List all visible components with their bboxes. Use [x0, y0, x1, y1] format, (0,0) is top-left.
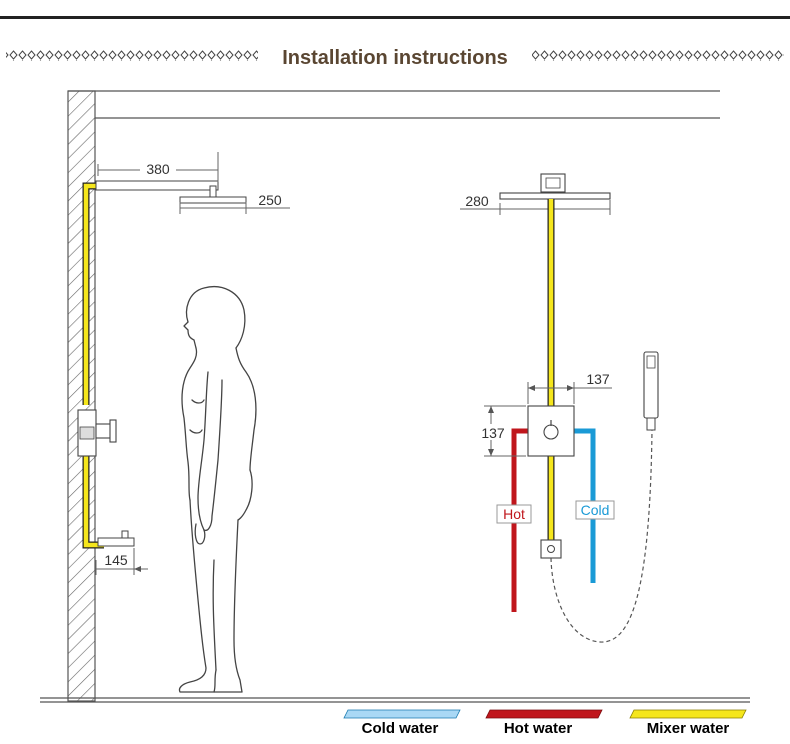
hand-shower-hose	[550, 429, 653, 643]
front-shower-head	[499, 192, 611, 200]
side-shower-arm	[95, 180, 219, 191]
side-shower-head	[179, 196, 247, 204]
title-ornament-right	[532, 50, 784, 61]
hot-label-box	[496, 504, 532, 524]
legend-hot-text: Hot water	[504, 720, 573, 737]
cold-label-box	[575, 500, 615, 520]
legend-cold-text: Cold water	[362, 720, 439, 737]
hot-water-pipe	[511, 428, 528, 612]
front-valve-knob	[543, 424, 559, 440]
dimension-145: 145	[104, 552, 128, 568]
dimension-280: 280	[465, 193, 489, 209]
dimension-380: 380	[146, 161, 170, 177]
top-border	[0, 16, 790, 19]
side-tub-spout	[97, 537, 135, 547]
human-figure	[178, 286, 257, 693]
side-valve-knob	[109, 419, 117, 443]
cold-label: Cold	[581, 502, 610, 518]
hot-label: Hot	[503, 506, 525, 522]
legend-mixer-swatch	[629, 709, 747, 719]
legend-hot-swatch	[485, 709, 603, 719]
legend-mixer-text: Mixer water	[647, 720, 730, 737]
side-shower-arm-drop	[209, 185, 217, 198]
dimension-250: 250	[258, 192, 282, 208]
wall-section	[67, 90, 96, 702]
cold-water-pipe	[572, 428, 596, 583]
legend-cold-swatch	[343, 709, 461, 719]
dimension-137-width: 137	[586, 371, 610, 387]
title-ornament-left	[6, 50, 258, 61]
page-title: Installation instructions	[282, 47, 508, 69]
dimension-137-height: 137	[481, 425, 505, 441]
